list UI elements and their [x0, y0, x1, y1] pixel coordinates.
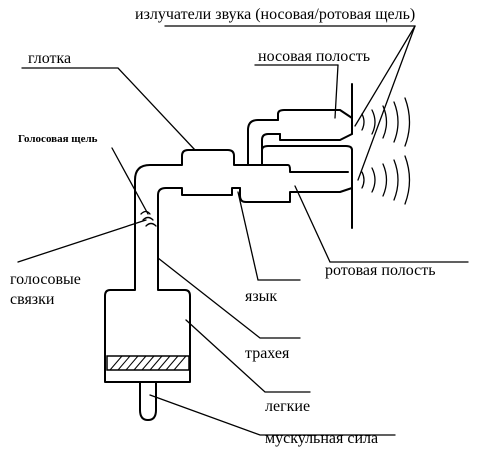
glottis-mark	[140, 210, 157, 227]
lungs-shape	[104, 257, 191, 421]
label-glottis: Голосовая щель	[18, 133, 98, 145]
label-muscle-force: мускульная сила	[265, 430, 378, 447]
nasal-sound-waves	[361, 97, 411, 147]
label-nasal-cavity: носовая полость	[258, 48, 370, 65]
label-lungs: легкие	[265, 398, 310, 415]
vocal-tract-tubes	[134, 83, 353, 259]
label-sound-sources: излучатели звука (носовая/ротовая щель)	[135, 6, 415, 23]
label-trachea: трахея	[245, 345, 290, 362]
leader-lines	[17, 25, 469, 436]
label-vocal-folds-line2: связки	[10, 291, 55, 308]
label-tongue: язык	[245, 288, 277, 305]
oral-sound-waves	[361, 155, 411, 205]
label-vocal-folds-line1: голосовые	[10, 271, 81, 288]
label-pharynx: глотка	[28, 50, 71, 67]
label-oral-cavity: ротовая полость	[325, 262, 436, 279]
